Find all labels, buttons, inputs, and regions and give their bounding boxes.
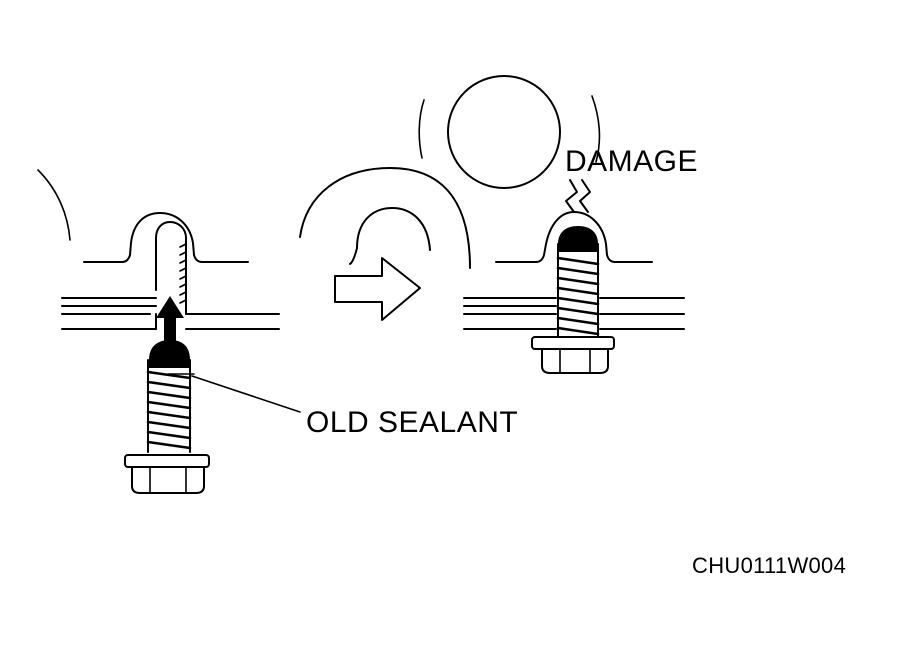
old-sealant-label: OLD SEALANT — [306, 406, 519, 439]
left-bolt — [124, 340, 210, 494]
direction-arrow — [334, 257, 421, 321]
damage-label: DAMAGE — [565, 145, 699, 178]
sealant-leader-line — [191, 375, 301, 413]
right-casting — [418, 75, 685, 330]
figure-code-label: CHU0111W004 — [692, 553, 847, 578]
damage-indicator — [565, 179, 591, 213]
left-casting — [37, 169, 280, 330]
center-casting — [299, 167, 471, 269]
right-bolt — [531, 226, 615, 374]
insert-arrow — [156, 296, 184, 346]
